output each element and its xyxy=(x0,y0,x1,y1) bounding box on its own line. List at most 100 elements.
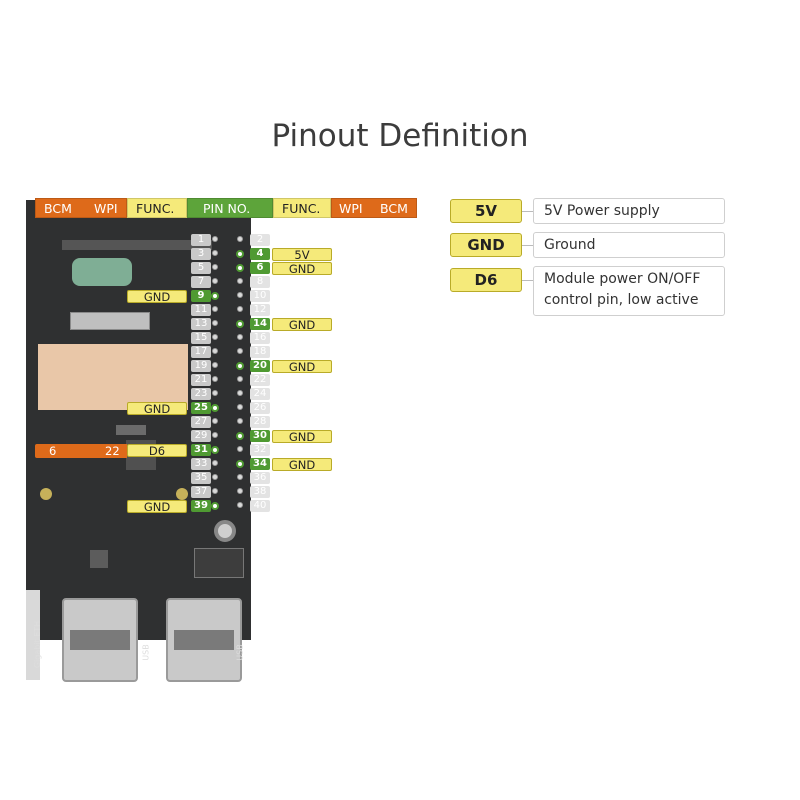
usb-port-2-inner xyxy=(174,630,234,650)
pin-32: 32 xyxy=(250,444,270,456)
pin-18-contact xyxy=(237,348,243,354)
pin-12-contact xyxy=(237,306,243,312)
pin-22: 22 xyxy=(250,374,270,386)
pin-21: 21 xyxy=(191,374,211,386)
pin-10-contact xyxy=(237,292,243,298)
pin20-label: GND xyxy=(272,360,332,374)
pin-19: 19 xyxy=(191,360,211,372)
pin-31: 31 xyxy=(191,444,211,456)
pin-37: 37 xyxy=(191,486,211,498)
pin-33: 33 xyxy=(191,458,211,470)
header-row xyxy=(62,240,212,250)
mount-hole xyxy=(214,520,236,542)
pin-20-contact xyxy=(236,362,244,370)
header-func-right: FUNC. xyxy=(282,201,321,216)
pin39-label: GND xyxy=(127,500,187,514)
pin-29: 29 xyxy=(191,430,211,442)
pin25-label: GND xyxy=(127,402,187,416)
pin-6: 6 xyxy=(250,262,270,274)
pin-5: 5 xyxy=(191,262,211,274)
pin-38-contact xyxy=(237,488,243,494)
pin-9: 9 xyxy=(191,290,211,302)
pin-33-contact xyxy=(212,460,218,466)
pin-14: 14 xyxy=(250,318,270,330)
header-right-func: FUNC. xyxy=(273,198,331,218)
header-wpi-right: WPI xyxy=(339,201,363,216)
pin-23-contact xyxy=(212,390,218,396)
pin-4-contact xyxy=(236,250,244,258)
pin-2: 2 xyxy=(250,234,270,246)
pin-24-contact xyxy=(237,390,243,396)
pin-27: 27 xyxy=(191,416,211,428)
pin-35-contact xyxy=(212,474,218,480)
legend-connector xyxy=(522,280,534,281)
pin-34-contact xyxy=(236,460,244,468)
pin-25: 25 xyxy=(191,402,211,414)
pin-11-contact xyxy=(212,306,218,312)
pin-25-contact xyxy=(211,404,219,412)
header-left-bcm-wpi: BCM WPI xyxy=(35,198,127,218)
pin-36: 36 xyxy=(250,472,270,484)
pin-2-contact xyxy=(237,236,243,242)
legend-connector xyxy=(522,211,534,212)
pin-20: 20 xyxy=(250,360,270,372)
eth-label: Gigabit ETH xyxy=(33,620,43,669)
pin-39: 39 xyxy=(191,500,211,512)
pin-15-contact xyxy=(212,334,218,340)
legend-key-d6: D6 xyxy=(450,268,522,292)
pin-31-contact xyxy=(211,446,219,454)
pin4-label: 5V xyxy=(272,248,332,262)
pin-16-contact xyxy=(237,334,243,340)
legend-key-5v: 5V xyxy=(450,199,522,223)
pin-1-contact xyxy=(212,236,218,242)
header-left-func: FUNC. xyxy=(127,198,187,218)
pin-5-contact xyxy=(212,264,218,270)
pin-39-contact xyxy=(211,502,219,510)
pin-8-contact xyxy=(237,278,243,284)
label-block xyxy=(194,548,244,578)
usb-port-1-inner xyxy=(70,630,130,650)
pin-23: 23 xyxy=(191,388,211,400)
usb-label: USB xyxy=(141,644,151,661)
page-title: Pinout Definition xyxy=(271,118,529,154)
pin-3-contact xyxy=(212,250,218,256)
pin-16: 16 xyxy=(250,332,270,344)
pin-21-contact xyxy=(212,376,218,382)
legend-desc-gnd: Ground xyxy=(533,232,725,258)
pin-29-contact xyxy=(212,432,218,438)
pin31-bcm: 6 xyxy=(49,444,57,458)
component xyxy=(90,550,108,568)
pin-18: 18 xyxy=(250,346,270,358)
pin-38: 38 xyxy=(250,486,270,498)
pin-26: 26 xyxy=(250,402,270,414)
pin-7-contact xyxy=(212,278,218,284)
pin-13: 13 xyxy=(191,318,211,330)
pin-37-contact xyxy=(212,488,218,494)
pin-30-contact xyxy=(236,432,244,440)
header-bcm-left: BCM xyxy=(44,201,72,216)
pin-4: 4 xyxy=(250,248,270,260)
pin-19-contact xyxy=(212,362,218,368)
pin-14-contact xyxy=(236,320,244,328)
pin-26-contact xyxy=(237,404,243,410)
pin-9-contact xyxy=(211,292,219,300)
pin-30: 30 xyxy=(250,430,270,442)
pin-27-contact xyxy=(212,418,218,424)
pin-35: 35 xyxy=(191,472,211,484)
pin-11: 11 xyxy=(191,304,211,316)
pin-28: 28 xyxy=(250,416,270,428)
ribbon-connector xyxy=(70,312,150,330)
header-wpi-left: WPI xyxy=(94,201,118,216)
pin14-label: GND xyxy=(272,318,332,332)
header-pin-no-label: PIN NO. xyxy=(203,201,251,216)
component xyxy=(116,425,146,435)
pin-7: 7 xyxy=(191,276,211,288)
legend-desc-5v: 5V Power supply xyxy=(533,198,725,224)
pin31-label: D6 xyxy=(127,444,187,458)
pin-40: 40 xyxy=(250,500,270,512)
pin6-label: GND xyxy=(272,262,332,276)
pin30-label: GND xyxy=(272,430,332,444)
usb-label: USB xyxy=(235,644,245,661)
pin31-wpi: 22 xyxy=(105,444,120,458)
pin-17-contact xyxy=(212,348,218,354)
